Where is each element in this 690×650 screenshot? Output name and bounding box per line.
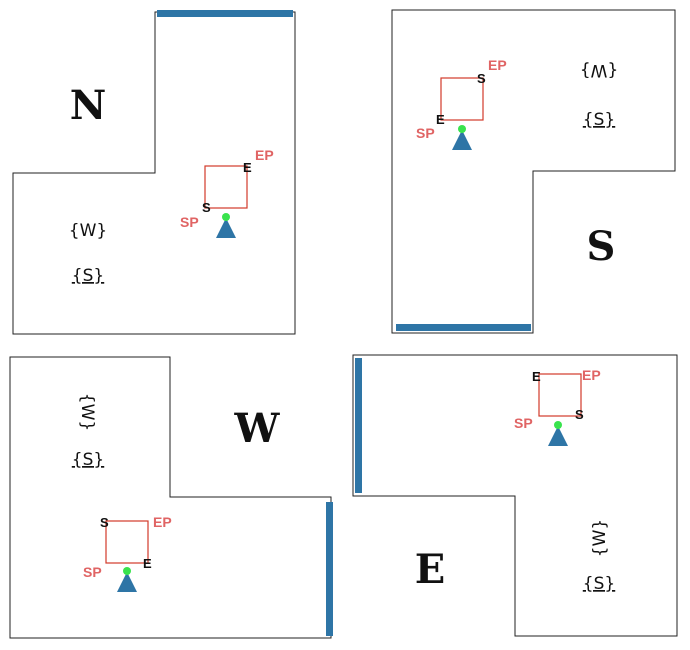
set-s-label-west: {S} — [72, 450, 104, 470]
robot-triangle-north — [216, 218, 236, 238]
corner-e-north: E — [243, 160, 252, 175]
set-w-label-east: {W} — [590, 519, 610, 557]
robot-dot-north — [222, 213, 230, 221]
path-square-east — [538, 373, 582, 417]
room-outline-south — [391, 9, 676, 334]
set-w-label-west: {W} — [77, 393, 97, 431]
panel-east: E {W} {S} E S EP SP — [352, 354, 678, 637]
set-w-label-south: {W} — [580, 60, 618, 80]
path-square-west — [105, 520, 149, 564]
wall-bar-east — [355, 358, 362, 493]
room-outline-north — [12, 11, 296, 335]
startpoint-label-south: SP — [416, 125, 435, 141]
direction-letter-south: S — [587, 223, 616, 270]
direction-letter-east: E — [415, 546, 446, 593]
endpoint-label-east: EP — [582, 367, 601, 383]
robot-dot-south — [458, 125, 466, 133]
robot-triangle-west — [117, 572, 137, 592]
direction-letter-north: N — [70, 82, 107, 129]
set-s-label-south: {S} — [583, 110, 615, 130]
startpoint-label-west: SP — [83, 564, 102, 580]
robot-triangle-east — [548, 426, 568, 446]
set-w-label-east-rotated: {W} — [590, 519, 610, 557]
corner-s-east: S — [575, 407, 584, 422]
wall-bar-north — [157, 10, 293, 17]
wall-bar-west — [326, 502, 333, 636]
corner-e-east: E — [532, 369, 541, 384]
panel-south: S {W} {S} S E EP SP — [391, 9, 676, 334]
set-s-label-north: {S} — [72, 266, 104, 286]
panel-west: W {W} {S} S E EP SP — [9, 356, 333, 639]
robot-triangle-south — [452, 130, 472, 150]
startpoint-label-north: SP — [180, 214, 199, 230]
path-square-north — [204, 165, 248, 209]
set-s-label-east: {S} — [583, 574, 615, 594]
robot-dot-west — [123, 567, 131, 575]
corner-e-south: E — [436, 112, 445, 127]
corner-s-north: S — [202, 200, 211, 215]
set-w-label-south-flipped: {W} — [580, 60, 618, 80]
direction-letter-west: W — [234, 405, 281, 452]
room-outline-east — [352, 354, 678, 637]
panel-north: N {W} {S} E S EP SP — [12, 10, 296, 335]
endpoint-label-north: EP — [255, 147, 274, 163]
startpoint-label-east: SP — [514, 415, 533, 431]
path-square-south — [440, 77, 484, 121]
corner-s-west: S — [100, 515, 109, 530]
endpoint-label-west: EP — [153, 514, 172, 530]
endpoint-label-south: EP — [488, 57, 507, 73]
corner-e-west: E — [143, 556, 152, 571]
room-outline-west — [9, 356, 332, 639]
set-w-label-west-rotated: {W} — [77, 393, 97, 431]
robot-dot-east — [554, 421, 562, 429]
corner-s-south: S — [477, 71, 486, 86]
set-w-label-north: {W} — [69, 221, 107, 241]
wall-bar-south — [396, 324, 531, 331]
